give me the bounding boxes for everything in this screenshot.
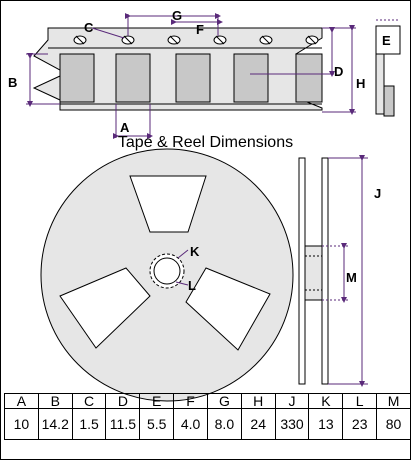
pocket bbox=[115, 53, 151, 103]
label-E: E bbox=[382, 33, 391, 48]
value-cell: 80 bbox=[376, 408, 411, 440]
value-cell: 11.5 bbox=[105, 408, 141, 440]
label-D: D bbox=[334, 64, 343, 79]
dimensions-table: A B C D E F G H J K L M 10 14.2 1.5 11.5… bbox=[4, 393, 411, 440]
reel-arbor-hole bbox=[153, 257, 181, 285]
label-A: A bbox=[120, 120, 130, 135]
component-pockets bbox=[59, 53, 323, 103]
value-cell: 24 bbox=[240, 408, 276, 440]
label-L: L bbox=[188, 278, 196, 293]
pocket bbox=[59, 53, 95, 103]
table-value-row: 10 14.2 1.5 11.5 5.5 4.0 8.0 24 330 13 2… bbox=[4, 408, 411, 440]
tape-dimension-lines bbox=[26, 13, 356, 139]
reel-front-view bbox=[40, 148, 294, 402]
reel-window bbox=[185, 267, 271, 351]
value-cell: 8.0 bbox=[206, 408, 242, 440]
header-cell: A bbox=[4, 393, 39, 409]
header-cell: M bbox=[376, 393, 411, 409]
value-cell: 13 bbox=[308, 408, 344, 440]
value-cell: 23 bbox=[342, 408, 378, 440]
header-cell: L bbox=[342, 393, 378, 409]
pocket bbox=[175, 53, 211, 103]
reel-window bbox=[59, 267, 151, 349]
label-F: F bbox=[196, 22, 204, 37]
reel-window bbox=[129, 175, 207, 233]
header-cell: F bbox=[173, 393, 208, 409]
reel-side-view bbox=[298, 157, 329, 385]
sprocket-holes bbox=[73, 35, 319, 45]
header-cell: H bbox=[240, 393, 276, 409]
tape-side-profile bbox=[375, 19, 401, 117]
value-cell: 330 bbox=[274, 408, 310, 440]
value-cell: 5.5 bbox=[139, 408, 175, 440]
header-cell: B bbox=[37, 393, 73, 409]
value-cell: 4.0 bbox=[173, 408, 208, 440]
diagram-title: Tape & Reel Dimensions bbox=[117, 134, 294, 151]
label-G: G bbox=[172, 8, 182, 23]
header-cell: D bbox=[105, 393, 141, 409]
pocket bbox=[233, 53, 269, 103]
header-cell: K bbox=[308, 393, 344, 409]
table-header-row: A B C D E F G H J K L M bbox=[4, 393, 411, 409]
pocket bbox=[295, 53, 323, 103]
header-cell: J bbox=[274, 393, 310, 409]
header-cell: C bbox=[71, 393, 107, 409]
label-J: J bbox=[374, 186, 381, 201]
value-cell: 10 bbox=[4, 408, 39, 440]
label-M: M bbox=[346, 270, 357, 285]
header-cell: E bbox=[139, 393, 175, 409]
carrier-tape bbox=[32, 27, 323, 111]
header-cell: G bbox=[206, 393, 242, 409]
label-H: H bbox=[356, 76, 365, 91]
label-C: C bbox=[84, 20, 94, 35]
value-cell: 14.2 bbox=[37, 408, 73, 440]
value-cell: 1.5 bbox=[71, 408, 107, 440]
label-K: K bbox=[190, 244, 200, 259]
label-B: B bbox=[8, 75, 17, 90]
